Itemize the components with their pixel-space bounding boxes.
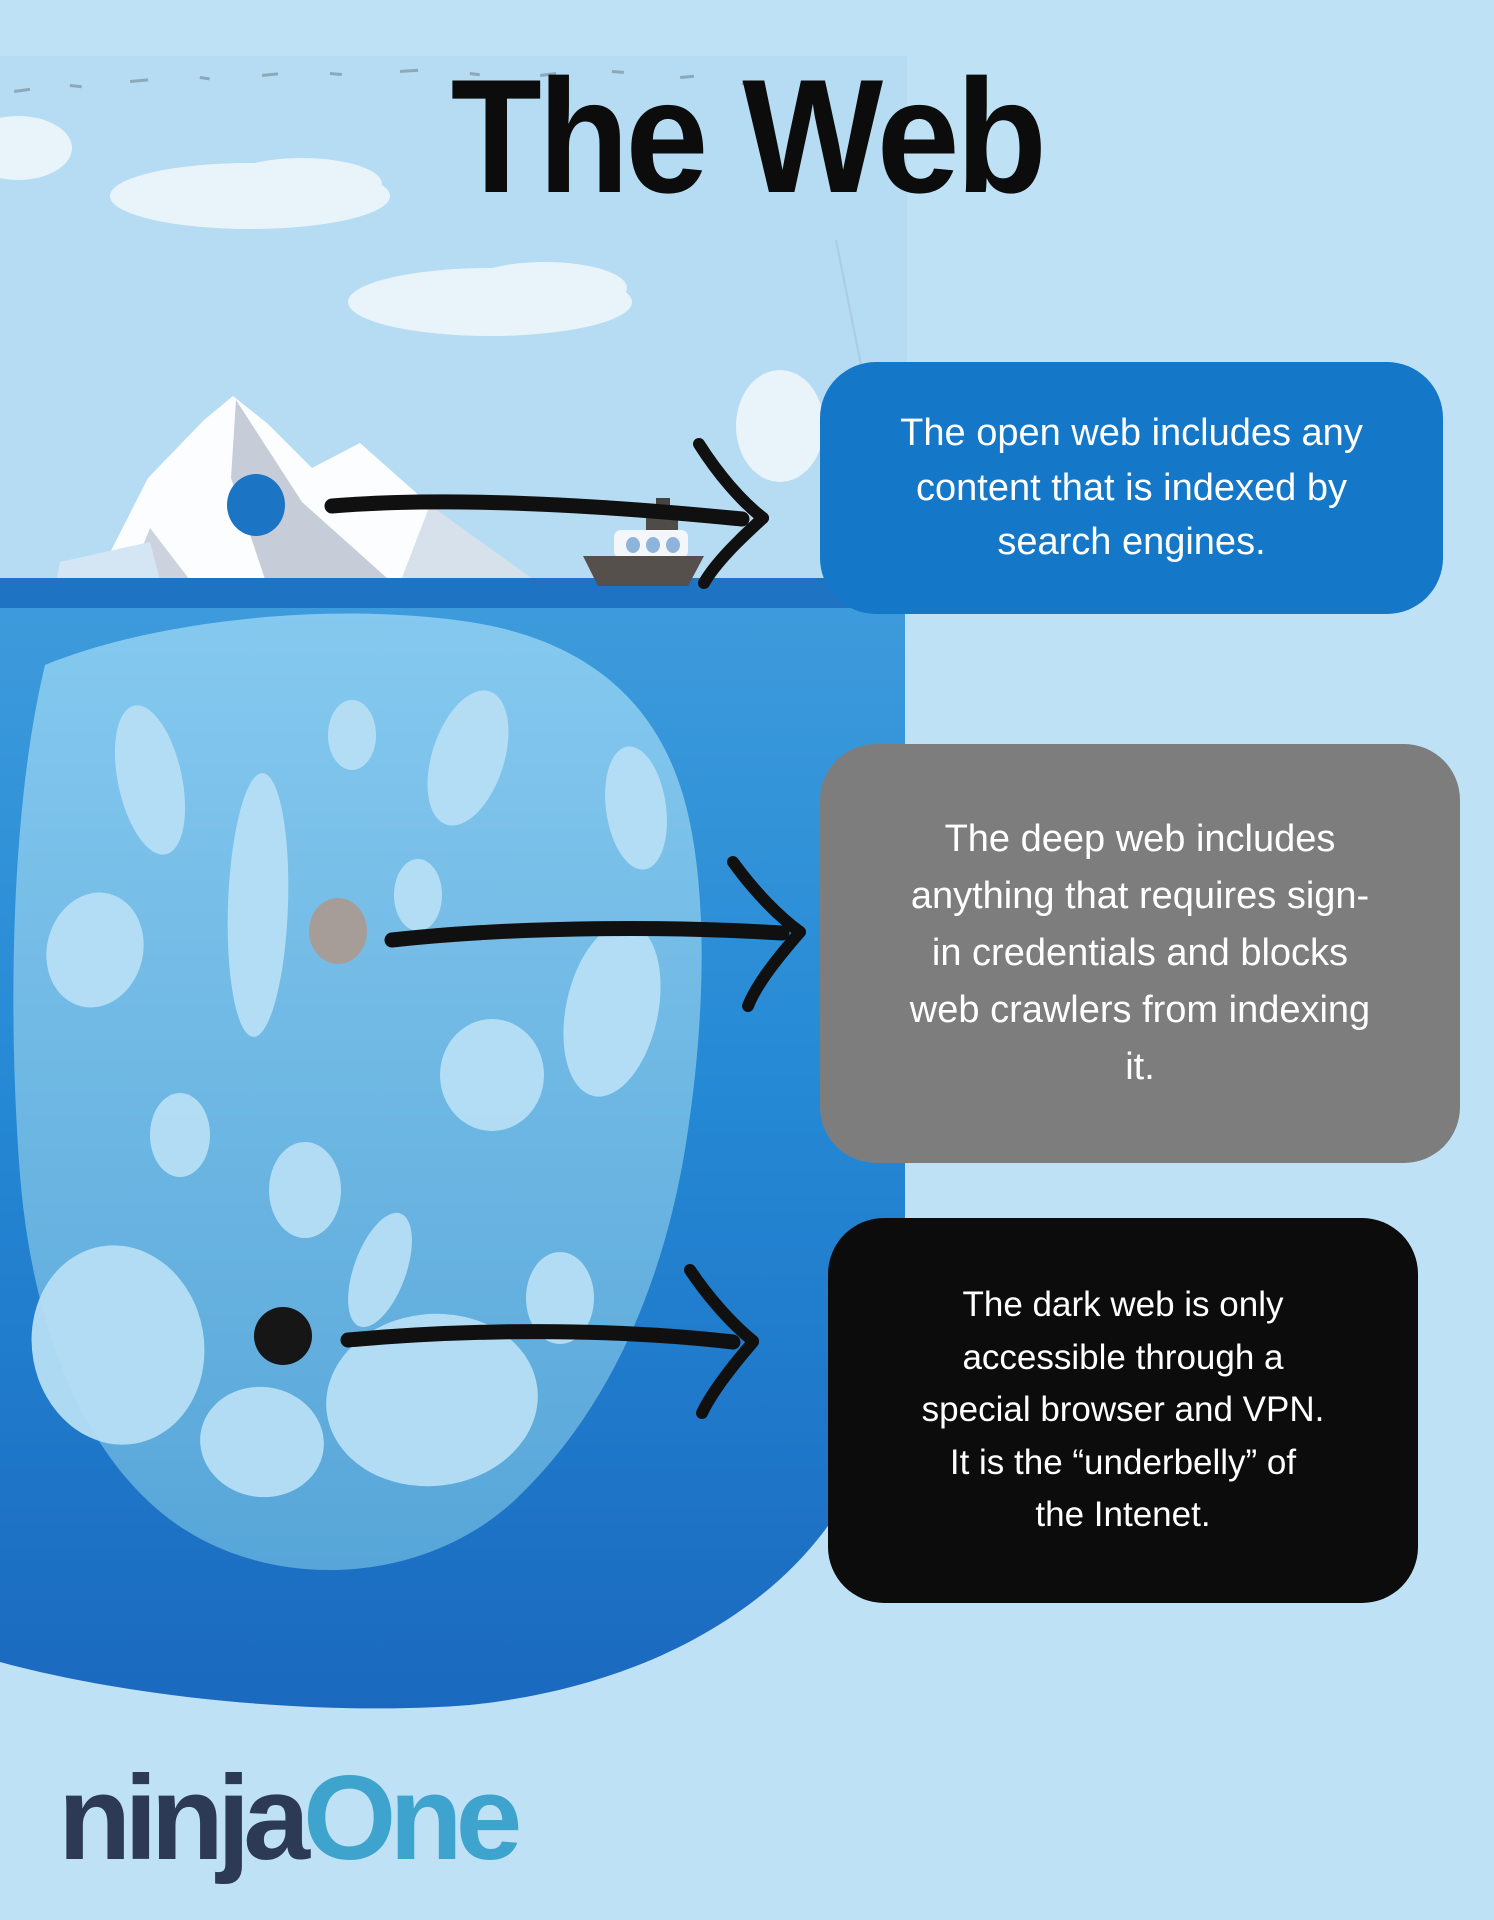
logo-ninja-wordmark: ninja (58, 1751, 310, 1885)
cloud-icon (463, 262, 627, 314)
waterline (0, 578, 905, 608)
logo-one-wordmark: One (303, 1751, 522, 1885)
dark-web-dot (254, 1307, 312, 1365)
deep-web-arrow-icon (384, 856, 806, 1012)
iceberg-crack-patches (31, 690, 667, 1498)
deep-web-dot (309, 898, 367, 964)
open-web-dot (227, 474, 285, 536)
open-web-callout: The open web includes any content that i… (820, 362, 1443, 614)
boat-icon (583, 498, 704, 586)
cloud-icon (0, 116, 72, 180)
cloud-icon (222, 158, 382, 210)
dark-web-arrow-icon (340, 1264, 759, 1419)
cloud-icon (736, 370, 824, 482)
dark-web-callout: The dark web is only accessible through … (828, 1218, 1418, 1603)
iceberg-above-water (55, 396, 545, 588)
clouds (0, 116, 824, 482)
ninjaone-logo: ninjaOne (58, 1751, 522, 1892)
deep-web-callout: The deep web includes anything that requ… (820, 744, 1460, 1163)
page-title: The Web (450, 46, 1047, 227)
open-web-arrow-icon (324, 438, 769, 589)
